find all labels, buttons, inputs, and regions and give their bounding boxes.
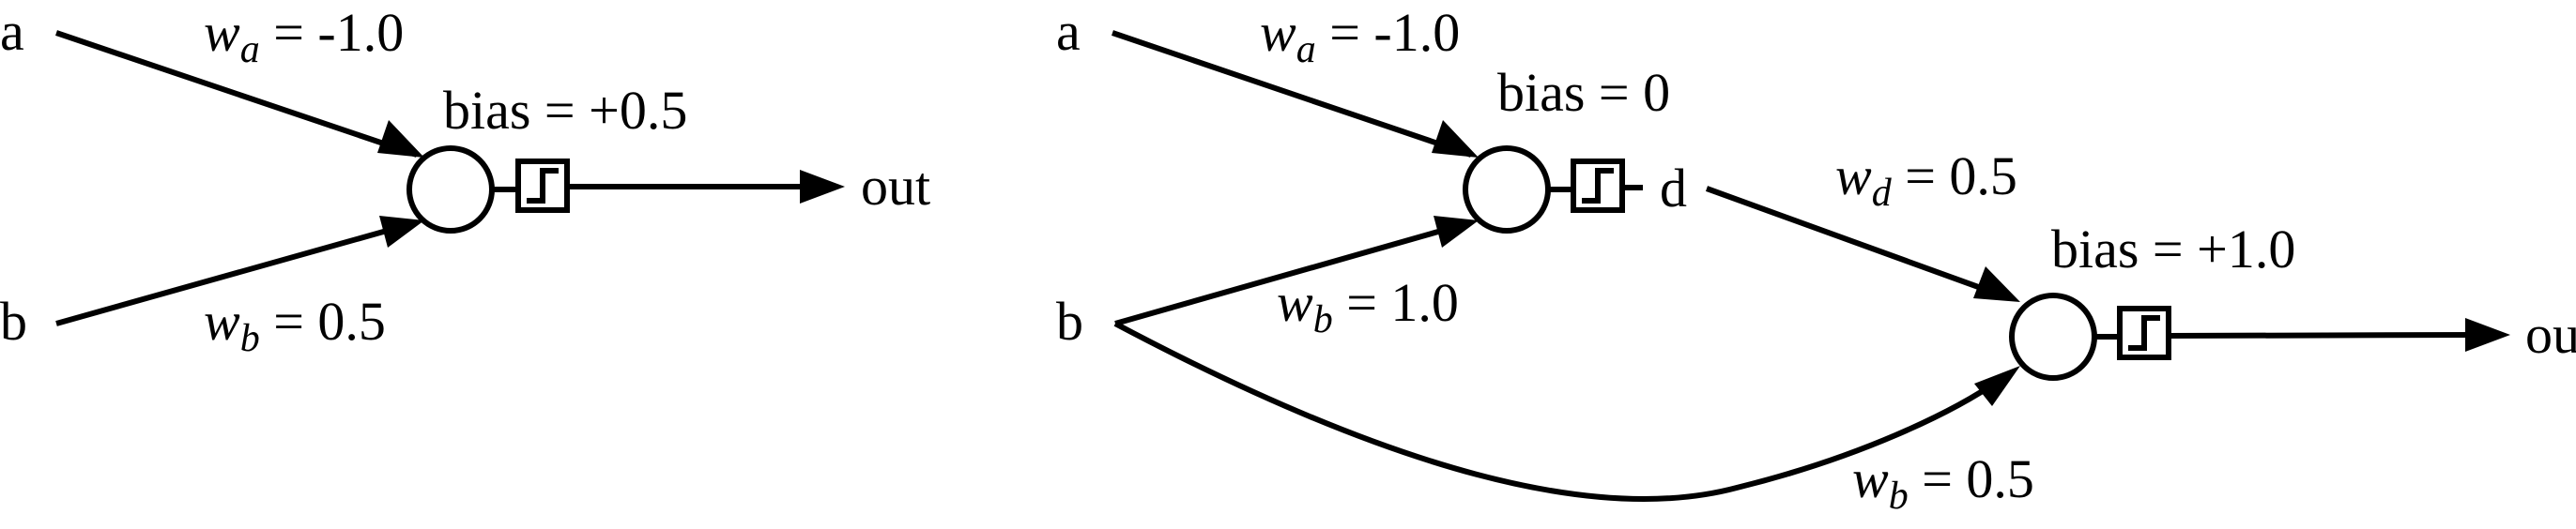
output-neuron <box>2009 293 2097 381</box>
bias-label: bias = +0.5 <box>443 80 687 141</box>
weight-b-hidden-label: wb = 1.0 <box>1277 272 1459 341</box>
output-label: out <box>2525 304 2576 365</box>
right-network: a b d out wa = -1.0 wb = 1.0 wd = 0.5 wb… <box>1056 1 2576 518</box>
step-function-icon <box>1582 168 1614 204</box>
input-a-label: a <box>1056 1 1081 62</box>
output-edge <box>2168 332 2479 339</box>
weight-b-label: wb = 0.5 <box>204 291 386 360</box>
arrowhead <box>377 120 424 158</box>
hidden-neuron <box>1463 145 1551 234</box>
edge-b-to-hidden <box>1114 219 1472 326</box>
hidden-output-label: d <box>1660 158 1687 219</box>
neuron <box>406 145 495 234</box>
arrowhead <box>800 170 845 204</box>
hidden-bias-label: bias = 0 <box>1497 62 1670 123</box>
edge-a-to-neuron <box>55 30 418 158</box>
step-function-icon <box>527 168 559 204</box>
arrowhead <box>1432 120 1479 158</box>
arrowhead <box>1434 216 1479 248</box>
weight-d-label: wd = 0.5 <box>1835 145 2017 215</box>
input-a-label: a <box>0 1 24 62</box>
input-b-label: b <box>1056 291 1083 352</box>
edge-d-to-output <box>1705 186 2006 299</box>
arrowhead <box>1973 266 2020 302</box>
arrowhead <box>1974 366 2020 406</box>
edge-a-to-hidden <box>1112 30 1472 158</box>
weight-a-label: wa = -1.0 <box>1260 2 1460 71</box>
edge-b-to-neuron <box>55 219 418 326</box>
edge-b-to-output <box>1113 321 2001 502</box>
input-b-label: b <box>0 291 27 352</box>
arrowhead <box>2465 318 2510 352</box>
left-network: a b out wa = -1.0 wb = 0.5 bias = +0.5 <box>0 1 930 360</box>
output-bias-label: bias = +1.0 <box>2051 219 2295 280</box>
arrowhead <box>379 216 424 248</box>
output-label: out <box>861 156 930 217</box>
step-function-icon <box>2128 315 2160 351</box>
weight-b-output-label: wb = 0.5 <box>1852 448 2034 518</box>
weight-a-label: wa = -1.0 <box>204 2 404 71</box>
